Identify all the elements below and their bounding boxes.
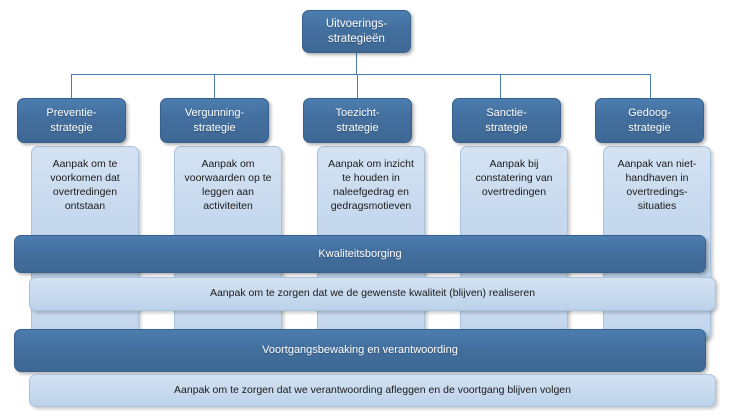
band-description-voortgangsbewaking: Aanpak om te zorgen dat we verantwoordin… — [29, 374, 716, 407]
header-line2-toezicht: strategie — [336, 121, 379, 134]
column-description-sanctie: Aanpak bij constatering van overtredinge… — [475, 158, 553, 199]
node-uitvoeringsstrategieen[interactable]: Uitvoerings- strategieën — [302, 10, 411, 53]
node-header-vergunning[interactable]: Vergunning- strategie — [160, 98, 269, 143]
band-title-label-kwaliteitsborging: Kwaliteitsborging — [318, 247, 402, 260]
header-line2-gedoog: strategie — [628, 121, 671, 134]
node-header-preventie[interactable]: Preventie- strategie — [17, 98, 126, 143]
band-description-label-kwaliteitsborging: Aanpak om te zorgen dat we de gewenste k… — [209, 287, 536, 300]
connector-drop-toezicht — [357, 74, 358, 98]
band-description-kwaliteitsborging: Aanpak om te zorgen dat we de gewenste k… — [29, 277, 716, 311]
root-label-line2: strategieën — [328, 32, 385, 45]
header-line2-sanctie: strategie — [485, 121, 528, 134]
header-line1-sanctie: Sanctie- — [486, 107, 527, 120]
column-description-toezicht: Aanpak om inzicht te houden in naleefged… — [328, 158, 414, 213]
node-header-gedoog[interactable]: Gedoog- strategie — [595, 98, 704, 143]
column-description-preventie: Aanpak om te voorkomen dat overtredingen… — [50, 158, 120, 213]
column-description-vergunning: Aanpak om voorwaarden op te leggen aan a… — [184, 158, 272, 213]
band-title-kwaliteitsborging[interactable]: Kwaliteitsborging — [14, 235, 706, 273]
root-label-line1: Uitvoerings- — [325, 17, 388, 30]
header-line1-toezicht: Toezicht- — [335, 107, 380, 120]
connector-drop-sanctie — [500, 74, 501, 98]
band-description-label-voortgangsbewaking: Aanpak om te zorgen dat we verantwoordin… — [174, 383, 571, 396]
header-line1-preventie: Preventie- — [46, 107, 97, 120]
connector-root-down — [356, 52, 357, 75]
header-line1-gedoog: Gedoog- — [628, 107, 671, 120]
column-description-gedoog: Aanpak van niet-handhaven in overtreding… — [617, 158, 697, 213]
connector-drop-preventie — [71, 74, 72, 98]
node-header-toezicht[interactable]: Toezicht- strategie — [303, 98, 412, 143]
header-line2-preventie: strategie — [50, 121, 93, 134]
header-line2-vergunning: strategie — [193, 121, 236, 134]
node-header-sanctie[interactable]: Sanctie- strategie — [452, 98, 561, 143]
header-line1-vergunning: Vergunning- — [184, 107, 245, 120]
band-title-voortgangsbewaking[interactable]: Voortgangsbewaking en verantwoording — [14, 329, 706, 372]
connector-horizontal-bus — [71, 74, 651, 75]
band-title-label-voortgangsbewaking: Voortgangsbewaking en verantwoording — [262, 344, 458, 357]
connector-drop-gedoog — [650, 74, 651, 98]
connector-drop-vergunning — [214, 74, 215, 98]
